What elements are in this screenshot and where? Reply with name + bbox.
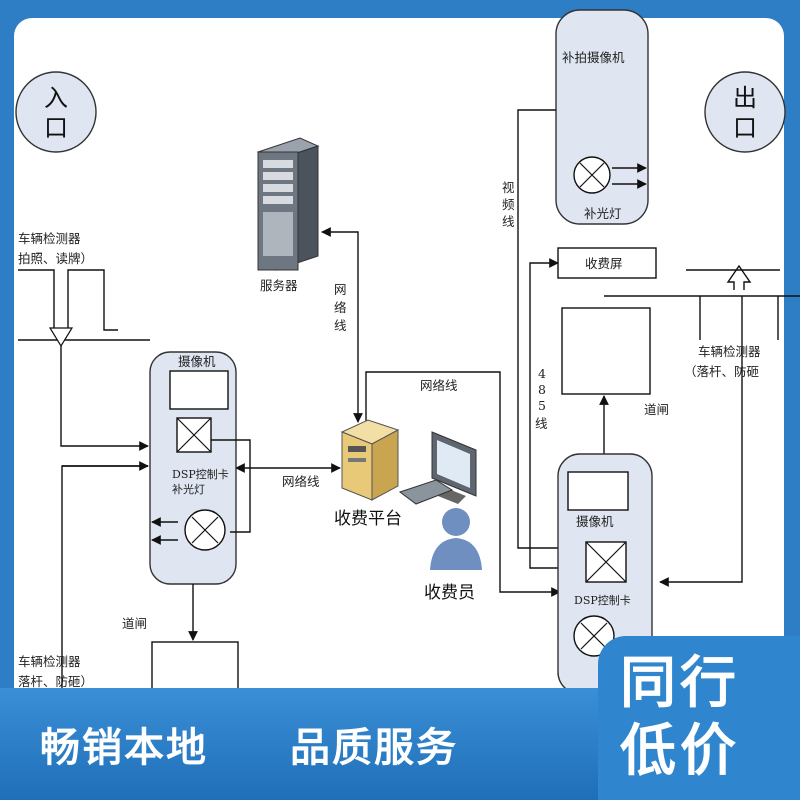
entrance-marker: 入 口 <box>15 71 97 153</box>
network-line-label-mid: 网络线 <box>282 474 320 489</box>
rs485-label-4: 线 <box>535 416 548 431</box>
slogan-quality-service: 品质服务 <box>290 725 458 771</box>
exit-camera-label: 摄像机 <box>576 514 614 529</box>
toll-screen-label: 收费屏 <box>585 256 623 271</box>
svg-text:口: 口 <box>733 114 757 142</box>
person-icon <box>430 508 482 570</box>
exit-detector-line2: （落杆、防砸 <box>684 364 759 379</box>
rs485-label-1: 4 <box>538 366 546 381</box>
exit-marker: 出 口 <box>704 71 786 153</box>
capture-camera-label: 补拍摄像机 <box>562 50 625 65</box>
svg-text:口: 口 <box>44 114 68 142</box>
badge-line-1: 同行 <box>620 651 740 716</box>
server-icon <box>256 137 320 271</box>
entry-detector-top-line2: 拍照、读牌） <box>18 251 93 266</box>
video-line-label-3: 线 <box>502 214 515 229</box>
svg-text:入: 入 <box>44 84 68 112</box>
entry-gate-label: 道闸 <box>122 616 147 631</box>
entry-detector-top-line1: 车辆检测器 <box>18 231 81 246</box>
capture-fill-light-label: 补光灯 <box>584 206 622 221</box>
exit-gate-label: 道闸 <box>644 402 669 417</box>
exit-gate-box <box>561 307 651 395</box>
entry-detector-bottom-line2: 落杆、防砸） <box>18 674 93 689</box>
price-badge: 同行 低价 <box>598 636 800 800</box>
video-line-label-1: 视 <box>502 180 515 195</box>
server-label: 服务器 <box>260 278 298 293</box>
network-line-label-v1: 网 <box>334 282 347 297</box>
entry-detector-bottom-line1: 车辆检测器 <box>18 654 81 669</box>
capture-cabinet <box>555 9 649 225</box>
network-line-label-v3: 线 <box>334 318 347 333</box>
exit-detector-line1: 车辆检测器 <box>698 344 761 359</box>
svg-text:出: 出 <box>733 84 757 112</box>
exit-dsp-label: DSP控制卡 <box>574 593 631 607</box>
entry-camera-label: 摄像机 <box>178 354 216 369</box>
network-line-label-top: 网络线 <box>420 378 458 393</box>
badge-line-2: 低价 <box>620 719 740 784</box>
video-line-label-2: 频 <box>502 197 515 212</box>
toll-collector-label: 收费员 <box>424 583 475 603</box>
entry-fill-light-label: 补光灯 <box>172 482 205 496</box>
diagram-panel <box>14 18 784 738</box>
network-line-label-v2: 络 <box>334 300 347 315</box>
rs485-label-3: 5 <box>538 398 546 413</box>
computer-icon <box>340 419 477 505</box>
entry-dsp-label: DSP控制卡 <box>172 467 229 481</box>
rs485-label-2: 8 <box>538 382 546 397</box>
slogan-local-bestseller: 畅销本地 <box>40 725 208 771</box>
toll-platform-label: 收费平台 <box>334 509 402 529</box>
toll-screen-box <box>557 247 657 279</box>
